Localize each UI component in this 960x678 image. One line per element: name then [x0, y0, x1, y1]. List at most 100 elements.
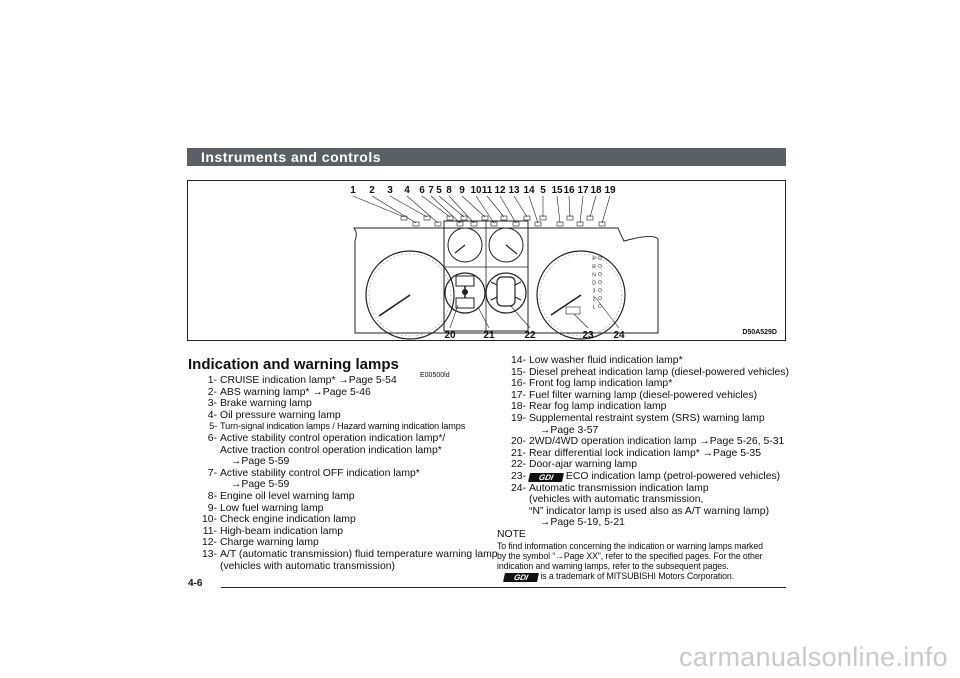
tachometer-gauge — [536, 250, 626, 340]
lamp-list-right: 14-Low washer fluid indication lamp*15- D… — [497, 355, 789, 582]
list-item-number: 23- — [510, 470, 526, 482]
gdi-logo: GDI — [503, 572, 539, 582]
list-item-l6: 7-Active stability control OFF indicatio… — [188, 468, 478, 491]
leader-line — [448, 195, 475, 224]
drive-mode-display — [444, 272, 486, 314]
note-text: To find information concerning the indic… — [497, 541, 789, 571]
list-item-text: ECO indication lamp (petrol-powered vehi… — [565, 470, 781, 482]
gear-lamp — [598, 256, 602, 260]
callout-number: 1 — [350, 185, 356, 196]
list-item-24: 24-Automatic transmission indication lam… — [497, 483, 789, 529]
gear-letter: 2 — [593, 297, 596, 303]
warning-lamp-icon — [512, 221, 520, 227]
page-number: 4-6 — [188, 578, 203, 589]
callout-leader-lines — [352, 195, 620, 329]
door-ajar-display — [485, 272, 527, 314]
list-item-text: →Page 5-59 — [231, 456, 290, 468]
leader-line — [568, 195, 571, 218]
list-item-r3: 17-Fuel filter warning lamp (diesel-powe… — [497, 390, 789, 402]
leader-line — [449, 304, 459, 329]
list-item-r0: 14-Low washer fluid indication lamp* — [497, 355, 789, 367]
leader-line — [528, 195, 539, 224]
list-item-text: CRUISE indication lamp* →Page 5-54 — [220, 375, 397, 386]
callout-number: 6 — [419, 185, 425, 196]
watermark: carmanualsonline.info — [679, 642, 948, 672]
list-item-number: 8- — [207, 490, 217, 502]
list-item-text: (vehicles with automatic transmission, — [529, 494, 704, 506]
list-item-r8: 22-Door-ajar warning lamp — [497, 459, 789, 471]
leader-line — [513, 195, 528, 218]
list-item-l1: 2-ABS warning lamp* →Page 5-46 — [188, 387, 478, 399]
list-item-text: Brake warning lamp — [220, 398, 312, 410]
leader-line — [589, 195, 597, 218]
leader-line — [477, 306, 490, 329]
callout-number: 11 — [482, 185, 493, 196]
warning-lamp-icon — [490, 221, 498, 227]
leader-line — [438, 195, 465, 218]
list-item-l7: 8-Engine oil level warning lamp — [188, 491, 478, 503]
callout-number: 5 — [436, 185, 442, 196]
list-item-text: Engine oil level warning lamp — [220, 490, 355, 502]
list-item-24: 24-Automatic transmission indication lam… — [497, 483, 789, 529]
list-item-text: Turn-signal indication lamps / Hazard wa… — [220, 421, 466, 432]
list-item-l10: 11-High-beam indication lamp — [188, 526, 478, 538]
trademark-line: GDI is a trademark of MITSUBISHI Motors … — [497, 571, 789, 582]
list-item-number: 7- — [207, 467, 217, 479]
gear-lamp — [598, 280, 602, 284]
gear-lamp — [598, 296, 602, 300]
list-item-number: 15- — [510, 366, 526, 378]
list-item-number: 19- — [510, 412, 526, 424]
callout-number: 7 — [428, 185, 434, 196]
list-item-text: High-beam indication lamp — [220, 525, 344, 537]
warning-lamp-icon — [446, 215, 454, 221]
list-item-23: 23- GDI ECO indication lamp (petrol-powe… — [497, 471, 789, 483]
leader-line — [389, 195, 428, 218]
callout-number: 19 — [604, 185, 616, 196]
callout-number: 8 — [446, 185, 452, 196]
temperature-gauge — [488, 227, 524, 263]
leader-line — [579, 195, 584, 224]
list-item-number: 18- — [510, 401, 526, 413]
warning-lamp-icon — [470, 221, 478, 227]
callout-number: 22 — [524, 330, 536, 340]
list-item-text: →Page 5-59 — [231, 479, 290, 491]
callout-number: 5 — [540, 185, 546, 196]
list-item-text: 2WD/4WD operation indication lamp →Page … — [529, 436, 785, 448]
list-item-text: (vehicles with automatic transmission) — [220, 560, 395, 572]
list-item-text: →Page 3-57 — [540, 424, 599, 436]
list-item-text: Low washer fluid indication lamp* — [529, 355, 683, 366]
gear-letter: L — [593, 305, 596, 311]
leader-line — [509, 304, 531, 329]
trademark-text: is a trademark of MITSUBISHI Motors Corp… — [540, 570, 735, 581]
list-item-number: 9- — [207, 502, 217, 514]
warning-lamp-icon — [412, 221, 420, 227]
warning-lamp-icon — [481, 215, 489, 221]
callout-number: 21 — [483, 330, 495, 340]
section-code: E00500ld — [420, 372, 450, 379]
gear-letter: D — [592, 281, 596, 287]
list-item-number: 17- — [510, 389, 526, 401]
gear-letter: N — [592, 273, 596, 279]
speedometer-gauge — [365, 250, 455, 340]
callout-number: 12 — [494, 185, 506, 196]
list-item-r7: 21-Rear differential lock indication lam… — [497, 448, 789, 460]
list-item-l11: 12-Charge warning lamp — [188, 537, 478, 549]
list-item-number: 2- — [207, 386, 217, 398]
note-line: indication and warning lamps, refer to t… — [497, 560, 729, 571]
section-title: Indication and warning lamps — [188, 356, 399, 373]
callout-number: 15 — [551, 185, 563, 196]
gear-letter: R — [592, 265, 596, 271]
fuel-gauge — [447, 227, 483, 263]
note-line: To find information concerning the indic… — [497, 540, 763, 551]
warning-lamp-icon — [460, 215, 468, 221]
callout-number: 16 — [563, 185, 575, 196]
callout-number: 17 — [577, 185, 589, 196]
list-item-text: Door-ajar warning lamp — [529, 459, 637, 471]
list-item-text: “N” indicator lamp is used also as A/T w… — [529, 505, 770, 517]
list-item-text: Check engine indication lamp — [220, 514, 356, 526]
callout-number: 20 — [444, 330, 456, 340]
